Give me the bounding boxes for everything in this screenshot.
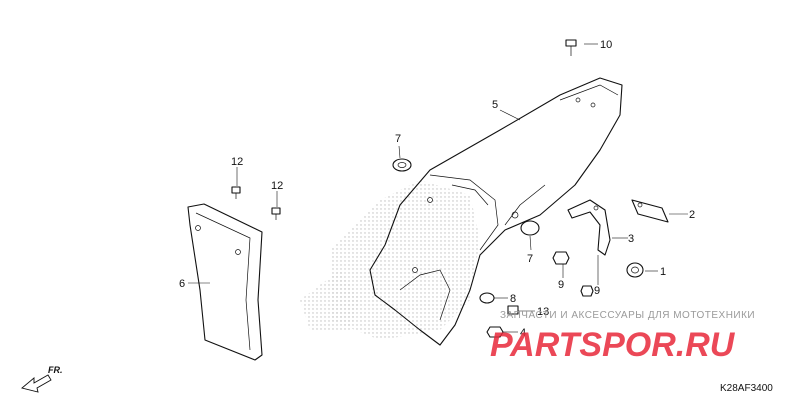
leader-lines xyxy=(188,43,688,333)
part-7-grommet-a xyxy=(392,158,412,172)
part-8-grommet xyxy=(479,292,495,304)
part-7-grommet-b xyxy=(520,220,540,236)
callout-7-bottom: 7 xyxy=(527,253,533,265)
callout-1: 1 xyxy=(660,266,666,278)
direction-label: FR. xyxy=(48,365,63,375)
callout-12-right: 12 xyxy=(271,180,283,192)
callout-6: 6 xyxy=(179,278,185,290)
callout-3: 3 xyxy=(628,233,634,245)
part-12-bolt-a xyxy=(231,186,241,199)
callout-2: 2 xyxy=(689,209,695,221)
callout-labels: 10 5 7 12 12 6 2 3 1 7 9 9 8 13 4 xyxy=(179,39,695,339)
watermark-tagline: ЗАПЧАСТИ И АКСЕССУАРЫ ДЛЯ МОТОТЕХНИКИ xyxy=(500,310,755,321)
part-9-nut xyxy=(552,251,570,265)
callout-5: 5 xyxy=(492,99,498,111)
arrow-left-icon xyxy=(21,374,52,393)
watermark-logo: PARTSPOR.RU xyxy=(490,326,736,364)
part-10-nut xyxy=(580,285,594,297)
part-code: K28AF3400 xyxy=(720,383,773,394)
part-7-grommet-a-hole xyxy=(397,162,407,168)
callout-7-top: 7 xyxy=(395,133,401,145)
callout-9: 9 xyxy=(558,279,564,291)
part-13-bolt xyxy=(507,305,519,315)
part-2-reflector xyxy=(631,199,669,223)
halftone-background xyxy=(330,180,480,340)
callout-11: 10 xyxy=(600,39,612,51)
part-6-side-cover xyxy=(187,203,263,361)
front-direction-indicator: FR. xyxy=(21,365,63,393)
callout-10: 9 xyxy=(594,285,600,297)
callout-12-left: 12 xyxy=(231,156,243,168)
part-5-rear-fender xyxy=(369,77,623,346)
part-4-nut xyxy=(486,326,504,338)
callout-8: 8 xyxy=(510,293,516,305)
callout-4: 4 xyxy=(520,327,526,339)
part-11-bolt xyxy=(565,39,577,56)
part-3-bracket xyxy=(567,199,611,256)
part-1-reflector-knob xyxy=(626,262,644,278)
halftone-background-2 xyxy=(300,270,360,330)
callout-13: 13 xyxy=(537,306,549,318)
watermark: ЗАПЧАСТИ И АКСЕССУАРЫ ДЛЯ МОТОТЕХНИКИ PA… xyxy=(490,310,755,364)
part-12-bolt-b xyxy=(271,207,281,220)
